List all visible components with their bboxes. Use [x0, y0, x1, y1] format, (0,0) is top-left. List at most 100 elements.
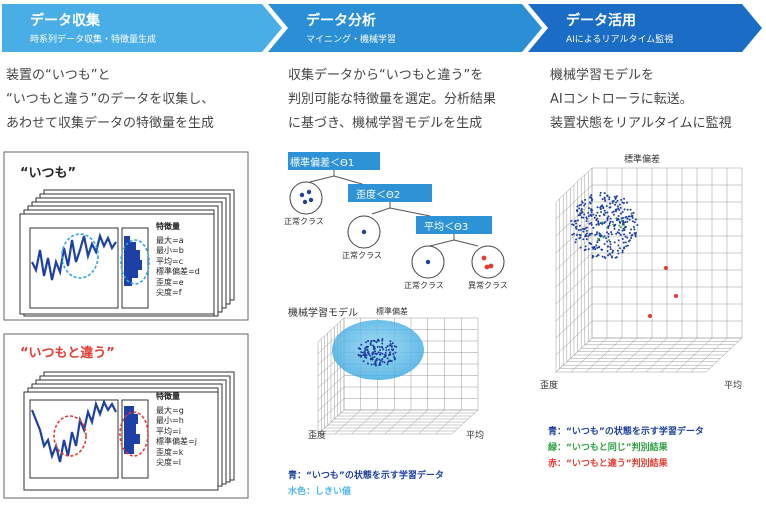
data-point [616, 199, 619, 202]
data-point [362, 351, 365, 354]
data-point [597, 254, 600, 257]
data-point [583, 204, 586, 207]
data-point [614, 198, 617, 201]
data-point [606, 194, 609, 197]
data-point [628, 231, 631, 234]
data-point [624, 225, 627, 228]
data-point [596, 246, 599, 249]
data-point [576, 205, 579, 208]
data-point [582, 238, 585, 241]
data-point [371, 352, 374, 355]
data-point [584, 233, 587, 236]
data-point [364, 341, 367, 344]
data-point [585, 216, 588, 219]
data-point [625, 216, 628, 219]
data-point [598, 246, 601, 249]
data-point [374, 352, 377, 355]
data-point [599, 206, 602, 209]
data-point [357, 347, 360, 350]
data-point [598, 239, 601, 242]
data-point [611, 211, 614, 214]
data-point [617, 218, 620, 221]
abnormal-point [664, 266, 668, 270]
data-point [575, 238, 578, 241]
data-point [592, 213, 595, 216]
data-point [600, 234, 603, 237]
data-point [603, 198, 606, 201]
data-point [580, 203, 583, 206]
data-point [372, 348, 375, 351]
data-point [596, 217, 599, 220]
data-point [606, 245, 609, 248]
data-point [582, 230, 585, 233]
data-point [624, 241, 627, 244]
data-point [375, 341, 378, 344]
data-point [621, 210, 624, 213]
data-point [615, 216, 618, 219]
data-point [587, 211, 590, 214]
data-point [634, 235, 637, 238]
data-point [590, 194, 593, 197]
data-point [374, 364, 377, 367]
data-point [588, 222, 591, 225]
data-point [623, 197, 626, 200]
data-point [373, 345, 376, 348]
class-label-1: 正常クラス [284, 217, 324, 226]
data-point [631, 214, 634, 217]
data-point [590, 199, 593, 202]
model-3d-grid [317, 317, 479, 435]
data-point [383, 355, 386, 358]
data-point [377, 351, 380, 354]
data-point [611, 220, 614, 223]
step3-chevron [528, 4, 762, 52]
data-point [576, 210, 579, 213]
data-point [379, 349, 382, 352]
data-point [618, 209, 621, 212]
data-point [390, 360, 393, 363]
data-point [391, 342, 394, 345]
model-axis-y: 平均 [466, 431, 485, 441]
data-point [612, 210, 615, 213]
abnormal-hist-circle [119, 411, 149, 457]
data-point [626, 236, 629, 239]
data-point [622, 241, 625, 244]
data-point [581, 201, 584, 204]
normal-waveform [31, 232, 117, 281]
data-point [614, 223, 617, 226]
data-point [385, 349, 388, 352]
data-point [607, 215, 610, 218]
data-point [627, 240, 630, 243]
data-point [621, 238, 624, 241]
data-point [623, 233, 626, 236]
data-point [630, 237, 633, 240]
data-point [366, 362, 369, 365]
monitor-axis-z: 標準偏差 [624, 155, 661, 165]
abnormal-point [674, 294, 678, 298]
data-point [577, 219, 580, 222]
data-point [381, 358, 384, 361]
data-point [624, 221, 627, 224]
step3-title: データ活用 [566, 13, 636, 29]
data-point [578, 204, 581, 207]
data-point [605, 205, 608, 208]
threshold-ellipsoid [332, 320, 424, 380]
data-point [619, 233, 622, 236]
data-point [607, 254, 610, 257]
data-point [603, 214, 606, 217]
data-point [621, 201, 624, 204]
data-point [585, 229, 588, 232]
data-point [606, 211, 609, 214]
class-label-2: 正常クラス [342, 251, 382, 260]
data-point [386, 363, 389, 366]
tree-node-3 [416, 216, 492, 234]
data-point [623, 246, 626, 249]
data-point [374, 363, 377, 366]
data-point [386, 357, 389, 360]
data-point [595, 244, 598, 247]
model-axis-x: 歪度 [308, 431, 327, 441]
data-point [575, 222, 578, 225]
step2-title: データ分析 [306, 13, 376, 29]
data-point [588, 201, 591, 204]
data-point [615, 201, 618, 204]
data-point [370, 363, 373, 366]
